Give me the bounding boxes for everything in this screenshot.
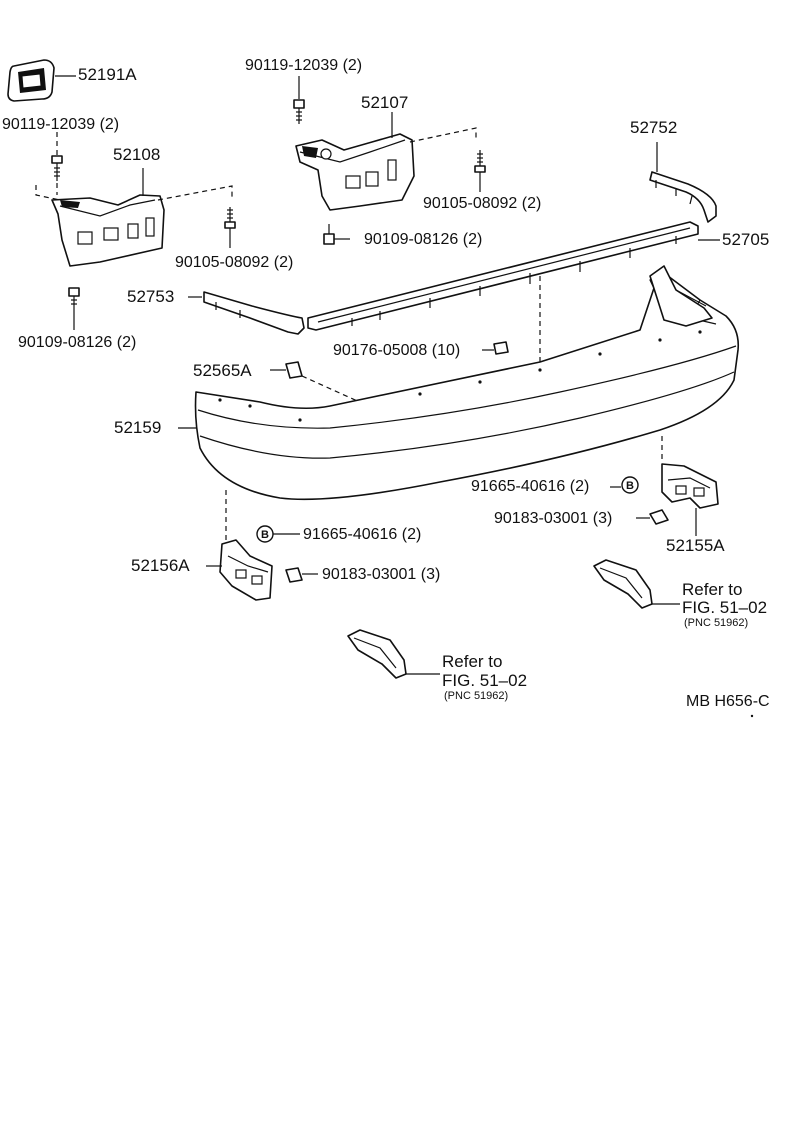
reference-part-right-icon [593, 559, 680, 609]
bumper-cover-52159-icon [194, 265, 740, 501]
label-90109-left: 90109-08126 (2) [18, 334, 137, 351]
ref-left-line3: (PNC 51962) [444, 690, 509, 702]
bracket-52108-icon [51, 194, 165, 267]
label-90176: 90176-05008 (10) [333, 342, 461, 359]
label-90109-right: 90109-08126 (2) [364, 231, 483, 248]
label-52191A: 52191A [78, 65, 137, 84]
label-90105-left: 90105-08092 (2) [175, 254, 294, 271]
label-52753: 52753 [127, 287, 175, 306]
molding-52705-icon [307, 221, 699, 331]
molding-52752-icon [649, 171, 717, 223]
label-52159: 52159 [114, 418, 162, 437]
bolt-90119-top-icon [293, 76, 305, 124]
label-52155A: 52155A [666, 536, 725, 555]
ref-right-line2: FIG. 51–02 [682, 598, 768, 617]
label-90105-right: 90105-08092 (2) [423, 195, 542, 212]
label-52108: 52108 [113, 145, 161, 164]
label-52156A: 52156A [131, 556, 190, 575]
label-52107: 52107 [361, 93, 409, 112]
label-52752: 52752 [630, 118, 678, 137]
bolt-90105-right-icon [474, 150, 486, 192]
label-52565A: 52565A [193, 361, 252, 380]
b-marker-right-text: B [626, 480, 634, 492]
bracket-52107-icon [295, 133, 415, 211]
nut-90183-right-icon [636, 509, 669, 525]
label-52705: 52705 [722, 230, 770, 249]
ref-left-line2: FIG. 51–02 [442, 671, 528, 690]
bolt-90109-right-icon [323, 224, 350, 245]
label-90183-right: 90183-03001 (3) [494, 510, 613, 527]
molding-52753-icon [203, 291, 305, 335]
label-90119-top: 90119-12039 (2) [245, 57, 363, 74]
bracket-52155A-icon [661, 463, 719, 509]
label-91665-right: 91665-40616 (2) [471, 478, 590, 495]
bracket-52156A-icon [219, 539, 273, 601]
b-marker-left-text: B [261, 529, 269, 541]
bolt-90105-left-icon [224, 207, 236, 248]
bolt-b-marker-right-icon [610, 476, 639, 494]
ref-left-line1: Refer to [442, 652, 503, 671]
label-91665-left: 91665-40616 (2) [303, 526, 422, 543]
label-90183-left: 90183-03001 (3) [322, 566, 441, 583]
reference-part-left-icon [347, 629, 440, 679]
bolt-90109-left-icon [68, 287, 80, 330]
bolt-90119-left-icon [51, 132, 63, 181]
retainer-52565A-icon [270, 361, 303, 379]
label-90119-left: 90119-12039 (2) [2, 116, 120, 133]
garnish-52191A-icon [7, 59, 55, 102]
bolt-b-marker-left-icon [256, 525, 300, 543]
ref-right-line3: (PNC 51962) [684, 617, 749, 629]
figure-code: MB H656-C [686, 693, 770, 710]
clip-90176-icon [482, 341, 509, 355]
nut-90183-left-icon [285, 567, 318, 583]
ref-right-line1: Refer to [682, 580, 743, 599]
